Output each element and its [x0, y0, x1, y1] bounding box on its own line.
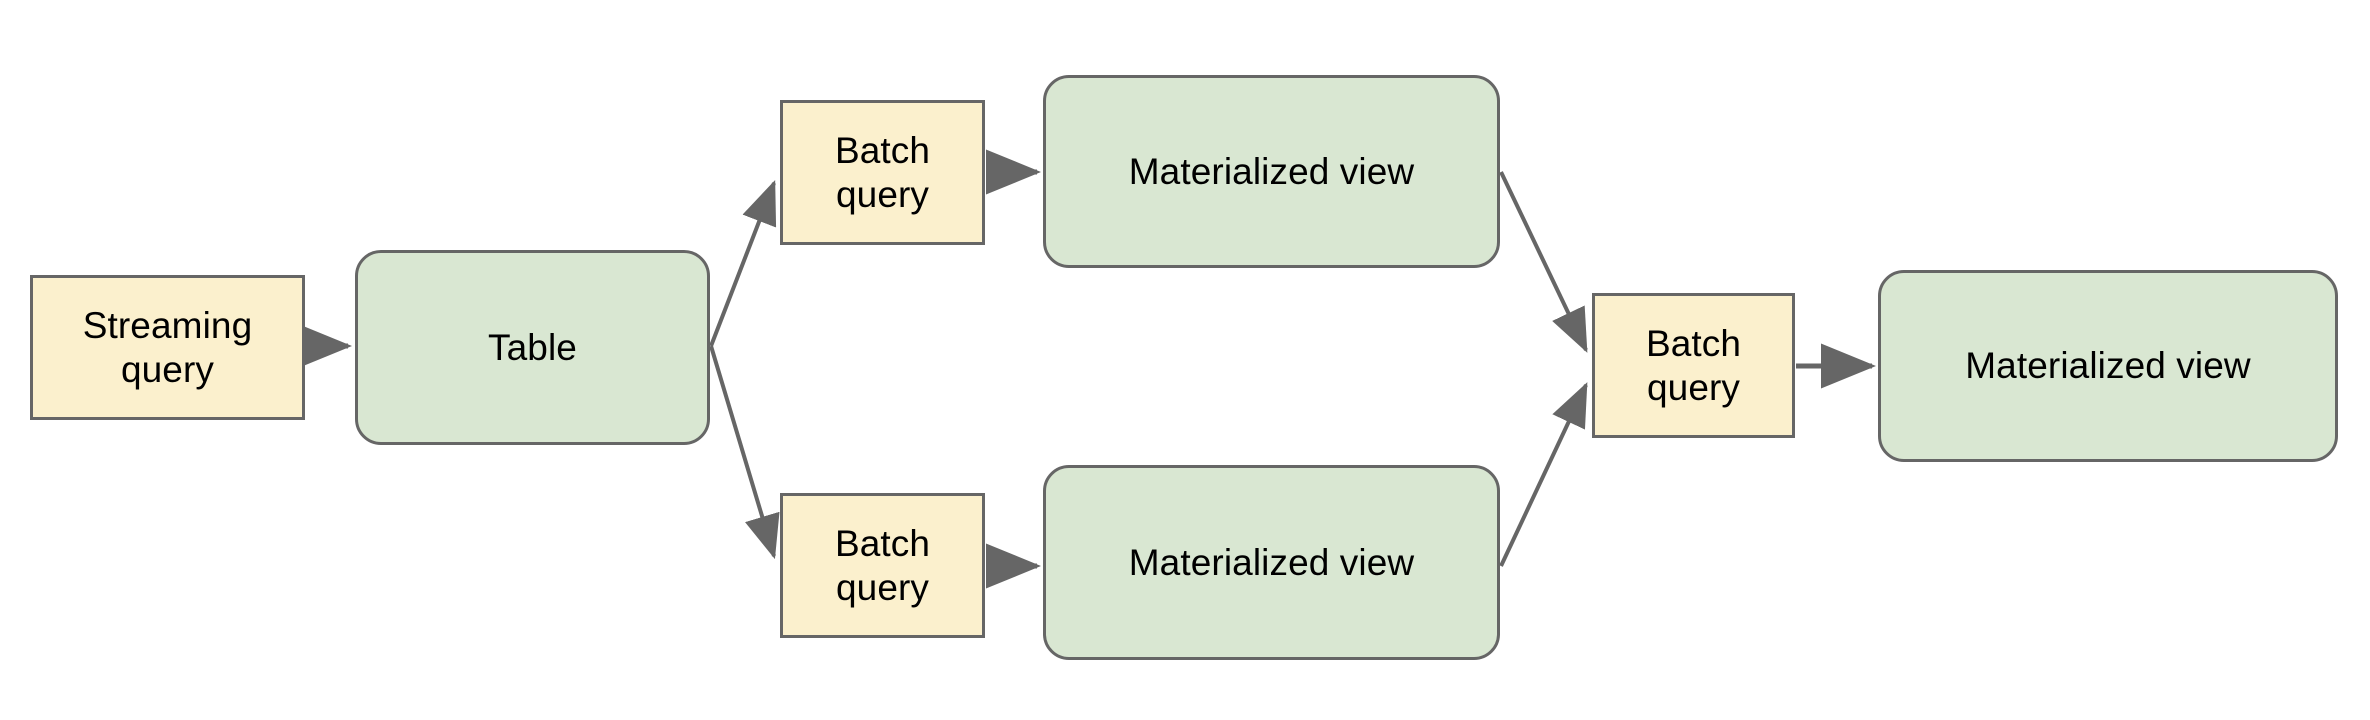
edge-mv-top-to-batch-right	[1499, 171, 1588, 353]
node-materialized-view-right-label: Materialized view	[1965, 345, 2251, 387]
node-materialized-view-top-label: Materialized view	[1128, 150, 1415, 192]
edge-table-to-batch-top	[709, 180, 777, 347]
edge-mv-bottom-to-batch-right	[1499, 382, 1588, 567]
node-materialized-view-bottom-label: Materialized view	[1128, 541, 1415, 583]
node-batch-query-bottom-label: Batch query	[834, 522, 931, 608]
node-materialized-view-top[interactable]: Materialized view	[1043, 75, 1500, 268]
node-materialized-view-bottom[interactable]: Materialized view	[1043, 465, 1500, 660]
node-batch-query-right[interactable]: Batch query	[1592, 293, 1795, 438]
node-table-label: Table	[488, 326, 577, 368]
node-streaming-query-label: Streaming query	[82, 304, 253, 390]
node-materialized-view-right[interactable]: Materialized view	[1878, 270, 2338, 462]
edge-table-to-batch-bottom	[709, 345, 780, 560]
node-batch-query-bottom[interactable]: Batch query	[780, 493, 985, 638]
node-streaming-query[interactable]: Streaming query	[30, 275, 305, 420]
node-batch-query-top-label: Batch query	[834, 129, 931, 215]
node-batch-query-right-label: Batch query	[1645, 322, 1742, 408]
node-batch-query-top[interactable]: Batch query	[780, 100, 985, 245]
node-table[interactable]: Table	[355, 250, 710, 445]
